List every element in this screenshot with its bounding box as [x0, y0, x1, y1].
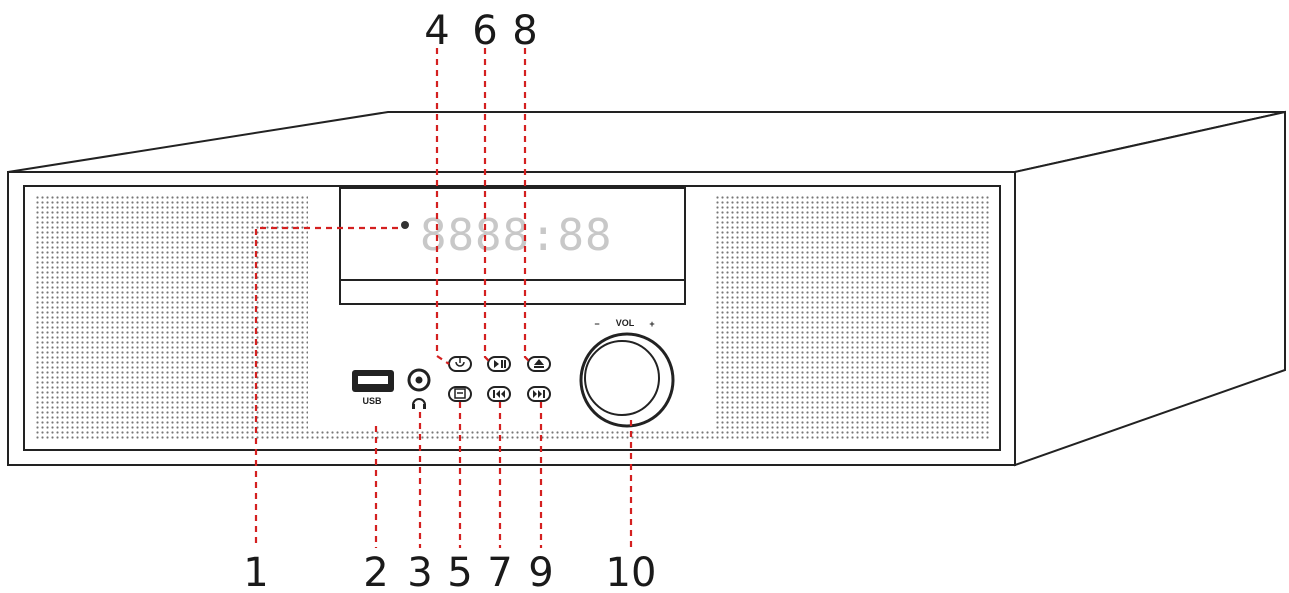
play-pause-icon — [494, 360, 506, 368]
eject-icon — [534, 359, 544, 368]
bottom-speaker-grille — [308, 430, 716, 440]
left-speaker-grille — [36, 196, 308, 440]
leader-line-6 — [483, 48, 493, 365]
callout-1: 1 — [243, 550, 268, 593]
right-speaker-grille — [716, 196, 990, 440]
callout-3: 3 — [407, 550, 432, 593]
source-icon — [454, 388, 466, 399]
leader-line-1 — [254, 226, 398, 548]
headphone-icon — [412, 398, 426, 409]
callout-8: 8 — [512, 8, 537, 54]
callout-9: 9 — [528, 550, 553, 593]
headphone-jack[interactable] — [407, 368, 431, 392]
next-track-button[interactable] — [527, 386, 551, 402]
previous-track-button[interactable] — [487, 386, 511, 402]
callout-4: 4 — [424, 8, 449, 54]
usb-port[interactable] — [352, 370, 394, 392]
play-pause-button[interactable] — [487, 356, 511, 372]
volume-label: VOL — [616, 318, 635, 328]
previous-track-icon — [493, 390, 505, 398]
eject-button[interactable] — [527, 356, 551, 372]
front-panel-inner-border — [23, 185, 1001, 451]
source-button[interactable] — [448, 386, 472, 402]
cabinet-side — [1014, 110, 1286, 467]
display-digits: 8888:88 — [420, 210, 612, 261]
volume-knob[interactable] — [579, 332, 675, 428]
power-icon — [455, 358, 465, 367]
next-track-icon — [533, 390, 545, 398]
callout-5: 5 — [447, 550, 472, 593]
callout-10: 10 — [606, 550, 657, 593]
usb-label: USB — [362, 396, 382, 406]
leader-line-8 — [523, 48, 533, 365]
volume-plus-label: + — [649, 319, 654, 329]
standby-led-icon — [401, 221, 409, 229]
callout-6: 6 — [472, 8, 497, 54]
leader-line-4 — [435, 48, 450, 365]
volume-minus-label: − — [594, 319, 599, 329]
cd-slot-panel — [339, 279, 686, 305]
power-button[interactable] — [448, 356, 472, 372]
callout-2: 2 — [363, 550, 388, 593]
callout-7: 7 — [487, 550, 512, 593]
